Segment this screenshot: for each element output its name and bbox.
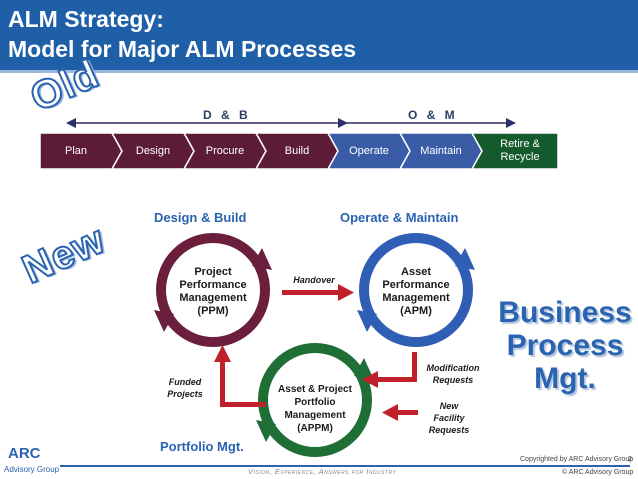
page-number: 2 [628, 456, 632, 463]
arc-logo: ARC [8, 445, 41, 462]
chevron-retire [470, 132, 559, 170]
handover-label: Handover [293, 275, 335, 285]
process-chevrons [39, 132, 559, 170]
heading-design-build: Design & Build [154, 210, 247, 225]
footer-divider [60, 465, 630, 467]
ppm-label: Project Performance Management (PPM) [179, 266, 247, 317]
db-bracket-arrow [66, 118, 348, 128]
heading-portfolio: Portfolio Mgt. [160, 439, 244, 454]
footer-tagline: Vision, Experience, Answers for Industry [248, 467, 397, 476]
phase-label-db: D & B [203, 108, 251, 122]
modification-label: Modification Requests [426, 363, 480, 385]
apm-cycle [357, 233, 475, 347]
chevron-label-5: Maintain [420, 144, 462, 157]
chevron-label-1: Design [135, 144, 171, 157]
title-bar [0, 0, 638, 70]
chevron-label-4: Operate [349, 144, 389, 157]
phase-label-om: O & M [408, 108, 458, 122]
apm-label: Asset Performance Management (APM) [382, 266, 450, 317]
modification-arrow [362, 352, 417, 388]
business-process-mgt: Business Process Mgt. [498, 296, 632, 395]
arc-logo-sub: Advisory Group [4, 465, 60, 474]
title-line-1: ALM Strategy: [8, 6, 164, 32]
chevron-label-2: Procure [205, 144, 245, 157]
heading-operate-maintain: Operate & Maintain [340, 210, 459, 225]
copyright-line-1: Copyrighted by ARC Advisory Group [520, 456, 634, 463]
appm-label: Asset & Project Portfolio Management (AP… [278, 384, 352, 434]
chevron-label-6: Retire & Recycle [500, 138, 540, 163]
funded-arrow [214, 345, 266, 407]
chevron-label-3: Build [284, 144, 310, 157]
chevron-label-0: Plan [64, 144, 88, 157]
title-line-2: Model for Major ALM Processes [8, 36, 357, 62]
handover-arrow [282, 284, 354, 301]
appm-cycle [256, 343, 374, 457]
copyright-line-2: © ARC Advisory Group [562, 469, 634, 476]
funded-label: Funded Projects [167, 377, 203, 399]
new-facility-label: New Facility Requests [428, 401, 470, 435]
om-bracket-arrow [346, 118, 516, 128]
page-title: ALM Strategy: Model for Major ALM Proces… [8, 4, 356, 64]
ppm-cycle [154, 233, 272, 347]
header-divider [0, 70, 638, 73]
new-facility-arrow [382, 404, 418, 421]
